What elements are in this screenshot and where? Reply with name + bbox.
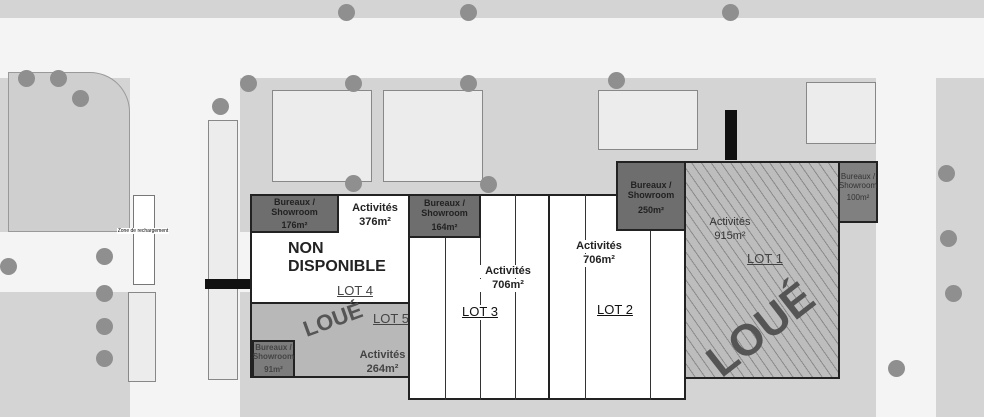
- tree: [338, 4, 355, 21]
- lot1-area: [684, 161, 840, 379]
- tree: [938, 165, 955, 182]
- divider: [585, 194, 586, 400]
- tree: [888, 360, 905, 377]
- lot1-office-area: 250m²: [637, 205, 664, 215]
- parking-6: [128, 292, 156, 382]
- tree: [460, 75, 477, 92]
- divider: [650, 230, 651, 400]
- loading-zone: [133, 195, 155, 285]
- lot1-activity-area: 915m²: [714, 230, 746, 242]
- tree: [18, 70, 35, 87]
- tree: [345, 175, 362, 192]
- tree: [945, 285, 962, 302]
- divider: [515, 194, 516, 400]
- tree: [940, 230, 957, 247]
- tree: [608, 72, 625, 89]
- lot5-activity-label: Activités: [359, 349, 406, 361]
- lot1-office: [616, 161, 686, 231]
- lot1-office-label: Bureaux / Showroom: [627, 180, 675, 201]
- tree: [72, 90, 89, 107]
- tree: [50, 70, 67, 87]
- parking-3: [598, 90, 698, 150]
- lot4-status-line1: NON DISPONIBLE: [252, 240, 408, 277]
- lot5-activity-area: 264m²: [366, 363, 399, 375]
- lot2-activity-area: 706m²: [568, 254, 630, 267]
- tree: [96, 318, 113, 335]
- lot3-office: [408, 194, 481, 238]
- lot3-label: LOT 3: [455, 304, 505, 320]
- tree: [240, 75, 257, 92]
- tree: [0, 258, 17, 275]
- tree: [480, 176, 497, 193]
- tree: [212, 98, 229, 115]
- parking-5: [208, 120, 238, 380]
- lot5-office-area: 91m²: [264, 365, 283, 374]
- divider: [445, 237, 446, 400]
- tree: [460, 4, 477, 21]
- lot5-office-label: Bureaux / Showroom: [252, 343, 295, 362]
- lot1-activity-label: Activités: [709, 216, 751, 228]
- lot2-activity-label: Activités: [568, 240, 630, 253]
- parking-2: [383, 90, 483, 182]
- lot4-label: LOT 4: [337, 283, 373, 298]
- green-area: [8, 72, 130, 232]
- lot1-office2-area: 100m²: [846, 193, 870, 202]
- lot3-activity-area: 706m²: [478, 279, 538, 292]
- lot1-label: LOT 1: [747, 251, 783, 266]
- road-top: [0, 18, 984, 78]
- lot4-office-area: 176m²: [281, 220, 308, 230]
- loading-zone-label: Zone de rechargement: [117, 228, 169, 234]
- lot4-office-label: Bureaux / Showroom: [271, 197, 318, 218]
- structure: [725, 110, 737, 160]
- parking-4: [806, 82, 876, 144]
- lot4-activity-label: Activités: [352, 202, 398, 214]
- road-right: [876, 60, 936, 417]
- lot5-label: LOT 5: [373, 311, 409, 326]
- parking-1: [272, 90, 372, 182]
- lot2-label: LOT 2: [590, 302, 640, 318]
- lot4-activity-area: 376m²: [359, 216, 391, 228]
- lot1-office2-label: Bureaux / Showroom: [838, 172, 878, 191]
- lot5-office: [252, 340, 295, 378]
- tree: [722, 4, 739, 21]
- lot1-office2: [838, 161, 878, 223]
- lot3-office-area: 164m²: [431, 222, 458, 232]
- lot3-activity-label: Activités: [478, 265, 538, 278]
- lot4-office: [250, 194, 339, 233]
- lot3-office-label: Bureaux / Showroom: [421, 198, 468, 219]
- tree: [345, 75, 362, 92]
- entrance: [205, 279, 250, 289]
- tree: [96, 248, 113, 265]
- lot4-status: NON DISPONIBLE: [288, 240, 386, 276]
- tree: [96, 285, 113, 302]
- tree: [96, 350, 113, 367]
